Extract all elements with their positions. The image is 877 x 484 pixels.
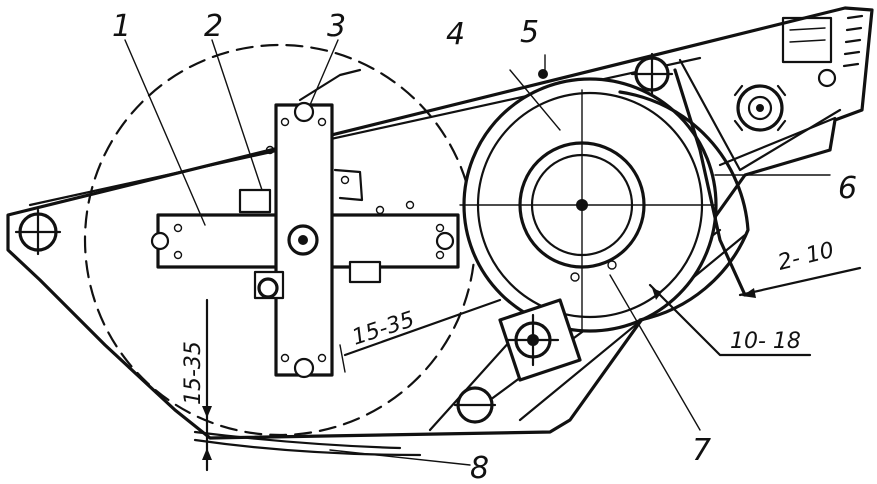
clamp-block: [238, 188, 272, 214]
arrow: [652, 288, 662, 300]
top-stud: [538, 69, 548, 79]
housing-outline: [6, 6, 874, 440]
gear-teeth: [733, 84, 787, 132]
bracket: [333, 168, 364, 202]
side-belt: [673, 68, 747, 297]
lower-brace-1: [428, 328, 522, 432]
clamp-bolt: [257, 277, 279, 299]
dim-line-2-10: [738, 266, 862, 297]
callout-7: 7: [692, 433, 711, 468]
name-plate-line: [789, 39, 826, 43]
rivets: [173, 117, 445, 363]
edge-hatching: [842, 14, 864, 68]
mount-holes: [14, 52, 837, 424]
leader-4: [509, 69, 561, 131]
dim-line-mid: [343, 298, 502, 357]
arm-end-bolt: [150, 231, 170, 251]
blade-line-2: [193, 438, 422, 457]
dimensions: [193, 266, 862, 472]
rotor-hub-center: [298, 235, 308, 245]
dim-label-2-10: 2- 10: [775, 238, 836, 276]
dim-tick: [339, 344, 346, 373]
callout-4: 4: [446, 17, 465, 52]
gear-center: [756, 104, 764, 112]
arrow: [202, 448, 212, 460]
arm-end-bolt: [293, 101, 315, 123]
lower-brace-3: [518, 233, 747, 422]
drum-guard: [618, 90, 750, 322]
callout-2: 2: [204, 9, 223, 44]
arm-end-bolt: [293, 357, 315, 379]
leader-7: [609, 274, 701, 431]
callout-5: 5: [520, 15, 539, 50]
gear-assembly: [733, 84, 787, 132]
cross-rotor: [124, 39, 460, 379]
name-plate: [781, 16, 833, 64]
blade-tip: [298, 68, 362, 102]
leader-2: [211, 39, 263, 191]
dim-label-10-18: 10- 18: [730, 329, 801, 354]
blade-line-1: [193, 430, 402, 450]
dim-label-15-35-mid: 15-35: [349, 307, 418, 351]
housing-right-rib: [718, 116, 837, 167]
leader-3: [309, 39, 339, 106]
clamp-block: [348, 260, 382, 284]
dim-label-15-35-left: 15-35: [181, 341, 206, 405]
leader-8: [329, 449, 471, 466]
small-hole: [817, 68, 837, 88]
drum-marker: [570, 272, 580, 282]
callout-8: 8: [470, 451, 489, 484]
arrow: [202, 406, 212, 418]
arm-end-bolt: [435, 231, 455, 251]
drum-marker: [607, 260, 617, 270]
callout-1: 1: [112, 9, 131, 44]
callout-6: 6: [838, 171, 857, 206]
drum: [459, 54, 750, 333]
callout-3: 3: [327, 9, 346, 44]
name-plate-line: [789, 27, 826, 31]
leader-1: [124, 39, 206, 226]
lower-hub: [498, 298, 582, 382]
arrow: [742, 288, 756, 298]
dim-line-10-18: [648, 283, 812, 357]
